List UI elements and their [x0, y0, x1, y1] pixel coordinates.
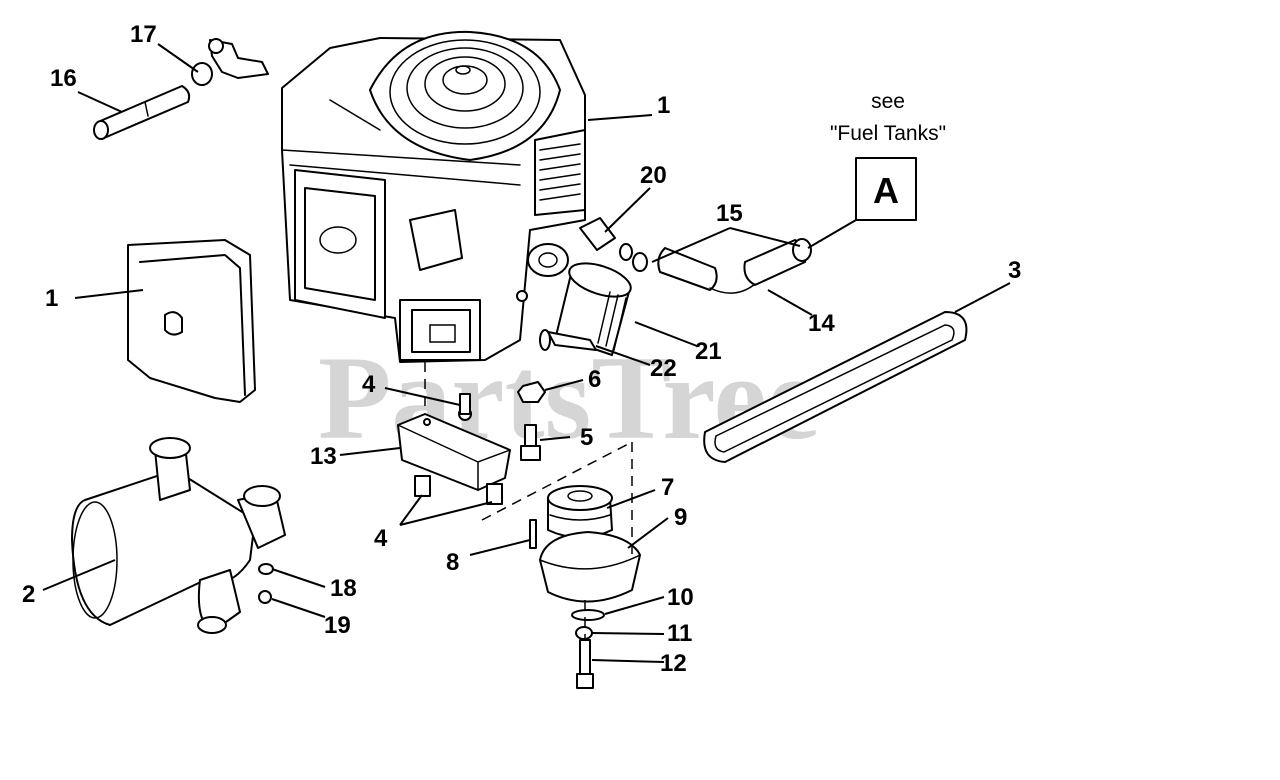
fuel-line-upper — [93, 38, 269, 140]
fuel-tanks-reference: see "Fuel Tanks" A — [807, 90, 946, 249]
callout-8: 8 — [446, 549, 459, 576]
nut-and-bolt — [517, 381, 546, 461]
drive-belt — [703, 311, 968, 463]
callout-6: 6 — [588, 366, 601, 393]
blower-cover — [127, 239, 256, 403]
callout-15: 15 — [716, 200, 743, 227]
reference-note-line2: "Fuel Tanks" — [830, 122, 946, 145]
engine-assembly — [281, 30, 586, 363]
callout-4-upper: 4 — [362, 371, 376, 398]
callout-9: 9 — [674, 504, 687, 531]
callout-1-cover: 1 — [45, 285, 58, 312]
callout-13: 13 — [310, 443, 337, 470]
pulley-assembly — [529, 485, 641, 689]
callout-4-lower: 4 — [374, 525, 388, 552]
callout-2: 2 — [22, 581, 35, 608]
reference-note-line1: see — [871, 90, 905, 113]
reference-box-letter: A — [873, 170, 899, 211]
fuel-hose-assembly — [579, 217, 812, 294]
callout-20: 20 — [640, 162, 667, 189]
callout-10: 10 — [667, 584, 694, 611]
callout-16: 16 — [50, 65, 77, 92]
mount-bracket — [397, 393, 511, 505]
callout-labels: 1 1 2 3 4 4 5 6 7 8 9 10 11 12 13 14 15 … — [22, 21, 1021, 677]
callout-7: 7 — [661, 474, 674, 501]
leader-lines — [42, 43, 1011, 663]
callout-17: 17 — [130, 21, 157, 48]
callout-12: 12 — [660, 650, 687, 677]
callout-21: 21 — [695, 338, 722, 365]
callout-5: 5 — [580, 424, 593, 451]
callout-18: 18 — [330, 575, 357, 602]
alignment-lines — [424, 362, 633, 640]
oil-filter — [539, 262, 632, 356]
reference-box — [855, 157, 917, 221]
callout-3: 3 — [1008, 257, 1021, 284]
callout-19: 19 — [324, 612, 351, 639]
callout-22: 22 — [650, 355, 677, 382]
callout-1-engine: 1 — [657, 92, 670, 119]
callout-11: 11 — [667, 620, 692, 647]
callout-14: 14 — [808, 310, 835, 337]
muffler — [71, 437, 286, 634]
